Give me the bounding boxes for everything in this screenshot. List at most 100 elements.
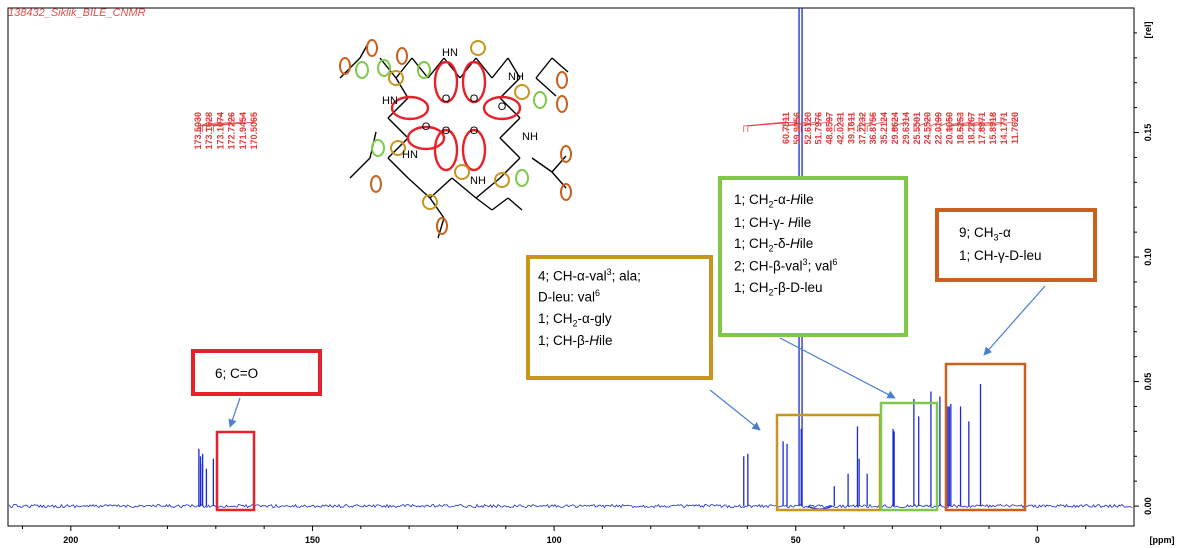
peak-label-right-text: 24.5520 bbox=[923, 112, 933, 145]
x-tick-label: 150 bbox=[305, 535, 320, 545]
beta-line-5: 1; CH2-β-D-leu bbox=[734, 279, 823, 298]
methyl-line-1: 9; CH3-α bbox=[959, 225, 1011, 243]
methyl-marker bbox=[560, 145, 572, 163]
alpha-carbon-marker bbox=[454, 164, 470, 180]
carbonyl-oval bbox=[461, 60, 487, 104]
peak-label-right-text: 29.6314 bbox=[901, 112, 911, 145]
beta-peak-box bbox=[879, 401, 939, 512]
peak-label-right-text: 29.8624 bbox=[890, 112, 900, 145]
y-unit-label: [rel] bbox=[1143, 21, 1153, 38]
carbonyl-oval bbox=[390, 95, 430, 121]
structure-bond bbox=[451, 177, 477, 199]
methyl-marker bbox=[366, 39, 378, 57]
alpha-carbon-marker bbox=[388, 70, 404, 86]
beta-line-3: 1; CH2-δ-Hile bbox=[734, 235, 814, 254]
structure-bond bbox=[551, 57, 569, 73]
peak-label-right-leader bbox=[892, 114, 896, 132]
alpha-carbon-marker bbox=[494, 172, 510, 188]
peak-label-right-text: 15.8918 bbox=[988, 112, 998, 145]
beta-line-2: 1; CH-γ- Hile bbox=[734, 214, 812, 230]
structure-bond bbox=[531, 157, 553, 173]
structure-bond bbox=[507, 57, 521, 79]
structure-bond bbox=[499, 77, 521, 99]
alpha-line-3: 1; CH2-α-gly bbox=[538, 310, 612, 329]
structure-bond bbox=[475, 57, 493, 79]
structure-bond bbox=[475, 197, 493, 211]
structure-bond bbox=[387, 117, 409, 139]
peak-label-right-leader bbox=[930, 114, 939, 132]
peak-label-right-text: 25.5501 bbox=[912, 112, 922, 145]
peak-label-right-text: 59.9056 bbox=[792, 112, 802, 145]
spectrum-title: 138432_Siklik_BILE_CNMR bbox=[8, 7, 146, 19]
peak-label-right-text: 60.7511 bbox=[781, 112, 791, 144]
structure-atom-label: HN bbox=[402, 149, 418, 161]
peak-label-right-leader bbox=[858, 114, 874, 132]
peak-label-right-text: 17.8971 bbox=[977, 112, 987, 145]
peak-label-left-text: 170.5065 bbox=[249, 112, 259, 150]
peak-label-right-leader bbox=[913, 114, 918, 132]
structure-bond bbox=[349, 157, 371, 179]
structure-bond bbox=[395, 77, 409, 99]
peak-label-right-text: 14.1771 bbox=[999, 112, 1009, 145]
peak-label-left-text: 171.9454 bbox=[238, 112, 248, 150]
carbonyl-annotation-box: 6; C=O bbox=[191, 349, 322, 396]
methyl-arrow bbox=[983, 285, 1046, 356]
peak-label-right-text: 22.0199 bbox=[934, 112, 944, 145]
carbonyl-arrow bbox=[228, 397, 241, 428]
peak-label-right-leader bbox=[800, 114, 830, 132]
peak-label-right-text: 48.8597 bbox=[825, 112, 835, 145]
alpha-arrow bbox=[709, 389, 761, 431]
methyl-line-2: 1; CH-γ-D-leu bbox=[959, 247, 1042, 263]
peak-label-right-leader bbox=[960, 114, 994, 132]
alpha-carbon-marker bbox=[470, 40, 486, 56]
structure-bond bbox=[551, 155, 567, 173]
structure-bond bbox=[407, 177, 431, 199]
peak-label-right-leader bbox=[980, 114, 1016, 132]
peak-label-right-text: 18.2267 bbox=[966, 112, 976, 145]
methyl-peak-box bbox=[944, 362, 1027, 512]
alpha-peak-box bbox=[775, 413, 882, 512]
structure-bond bbox=[387, 97, 409, 119]
x-tick-label: 200 bbox=[63, 535, 78, 545]
peak-label-right-leader bbox=[847, 114, 852, 132]
x-tick-label: 100 bbox=[547, 535, 562, 545]
carbonyl-peak-box bbox=[215, 430, 256, 512]
structure-atom-label: NH bbox=[470, 175, 486, 187]
peak-label-right-text: 37.2232 bbox=[857, 112, 867, 145]
alpha-line-1: 4; CH-α-val3; ala; bbox=[538, 267, 641, 284]
structure-bond bbox=[427, 57, 445, 79]
peak-label-right-text: 11.7620 bbox=[1010, 112, 1020, 144]
methyl-marker bbox=[556, 95, 568, 113]
y-tick-label: 0.00 bbox=[1143, 497, 1153, 515]
structure-bond bbox=[429, 177, 453, 199]
structure-atom-label: HN bbox=[442, 47, 458, 59]
structure-bond bbox=[491, 197, 509, 211]
beta-line-4: 2; CH-β-val3; val6 bbox=[734, 257, 838, 274]
peak-label-right-leader bbox=[782, 114, 809, 132]
carbonyl-oval bbox=[406, 125, 446, 151]
methyl-marker bbox=[396, 47, 408, 65]
alpha-carbon-marker bbox=[390, 140, 406, 156]
structure-bond bbox=[507, 197, 523, 211]
structure-bond bbox=[395, 57, 413, 79]
structure-atom-label: HN bbox=[382, 95, 398, 107]
x-unit-label: [ppm] bbox=[1150, 535, 1175, 545]
peak-label-right-text: 51.7976 bbox=[814, 112, 824, 145]
y-tick-label: 0.05 bbox=[1143, 373, 1153, 391]
peak-label-right-leader bbox=[968, 114, 1005, 132]
beta-line-1: 1; CH2-α-Hile bbox=[734, 192, 814, 210]
alpha-carbon-marker bbox=[422, 194, 438, 210]
carbonyl-annotation-text: 6; C=O bbox=[215, 366, 259, 381]
carbonyl-oval bbox=[433, 128, 459, 172]
beta-carbon-marker bbox=[355, 61, 369, 79]
peak-label-left-leader bbox=[200, 114, 221, 132]
structure-atom-label: NH bbox=[522, 131, 538, 143]
structure-bond bbox=[491, 57, 509, 79]
peak-label-right-leader bbox=[833, 114, 841, 132]
methyl-marker bbox=[436, 217, 448, 235]
peak-label-right-leader bbox=[743, 114, 787, 132]
peak-label-right-text: 36.8756 bbox=[868, 112, 878, 145]
peak-label-right-text: 42.0231 bbox=[836, 112, 846, 145]
